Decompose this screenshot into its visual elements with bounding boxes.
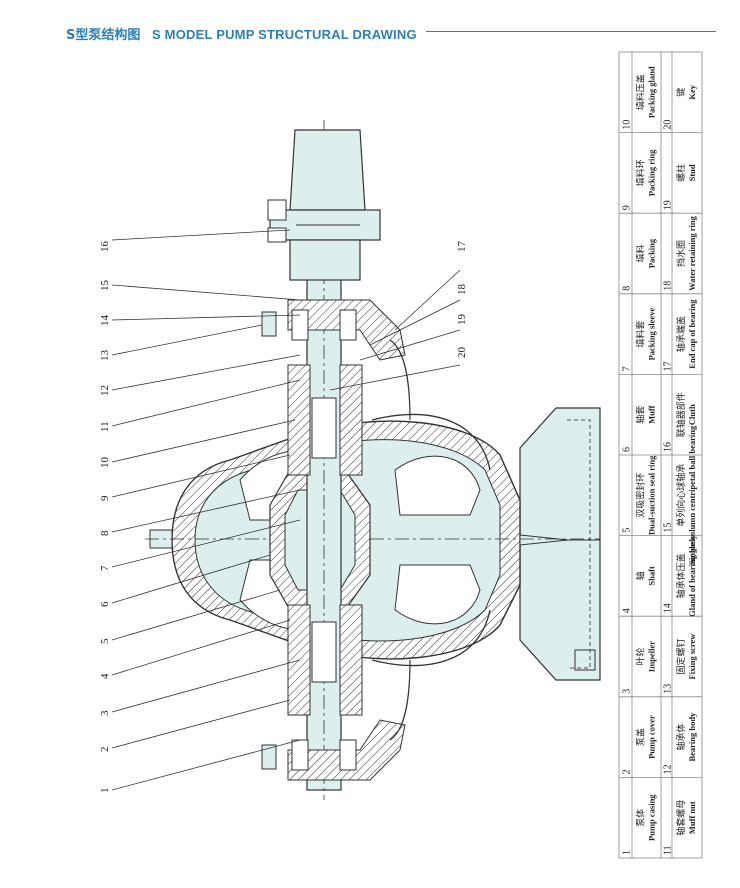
- part-name-cn: 泵盖: [635, 728, 647, 746]
- part-number: 19: [663, 200, 674, 210]
- part-name-en: Pump casing: [647, 794, 657, 841]
- part-number: 8: [622, 286, 633, 291]
- part-name-en: End cap of bearing: [687, 299, 697, 369]
- title-divider: [426, 31, 716, 32]
- part-number: 12: [663, 764, 674, 774]
- upper-bearing-assembly: [261, 299, 411, 476]
- parts-table-grid: [618, 51, 703, 859]
- part-name-en: Fixing screw: [687, 633, 697, 680]
- part-name-en: Key: [687, 84, 697, 99]
- part-number: 4: [622, 608, 633, 613]
- callout-10: 10: [99, 457, 111, 469]
- part-name-cn: 轴承体: [675, 724, 687, 751]
- callout-14: 14: [99, 315, 111, 327]
- part-name-cn: 挡水圈: [675, 240, 687, 267]
- part-name-en: Muff: [647, 405, 657, 424]
- callout-4: 4: [99, 673, 111, 679]
- support-foot: [470, 407, 601, 681]
- part-name-en: Impeller: [647, 641, 657, 672]
- part-name-cn: 轴承端盖: [675, 316, 687, 352]
- callout-11: 11: [99, 421, 111, 432]
- part-name-en: Packing gland: [647, 66, 657, 118]
- part-number: 5: [622, 528, 633, 533]
- part-name-en: Single-column centripetal ball bearing: [687, 425, 697, 565]
- part-name-cn: 固定螺钉: [675, 638, 687, 674]
- part-number: 6: [622, 447, 633, 452]
- part-number: 17: [663, 361, 674, 371]
- part-number: 15: [663, 523, 674, 533]
- part-number: 11: [663, 845, 674, 855]
- callout-19: 19: [456, 314, 468, 326]
- callout-18: 18: [456, 284, 468, 296]
- part-number: 1: [622, 850, 633, 855]
- part-name-en: Shaft: [647, 566, 657, 586]
- part-name-en: Bearing body: [687, 712, 697, 762]
- part-name-en: Muff nut: [687, 801, 697, 834]
- part-name-en: Gland of bearing body: [687, 534, 697, 617]
- part-number: 3: [622, 689, 633, 694]
- part-name-en: Pump cover: [647, 715, 657, 759]
- callout-8: 8: [99, 530, 111, 536]
- part-name-cn: 轴套: [635, 406, 647, 424]
- callout-labels: 1 2 3 4 5 6 7 8 9 10 11 12 13 14 15 16 1…: [99, 241, 468, 794]
- part-name-cn: 填料压盖: [635, 74, 647, 110]
- part-number: 20: [663, 120, 674, 130]
- callout-16: 16: [99, 241, 111, 253]
- part-number: 2: [622, 769, 633, 774]
- part-number: 18: [663, 281, 674, 291]
- callout-15: 15: [99, 280, 111, 292]
- part-name-cn: 叶轮: [635, 647, 647, 665]
- callout-6: 6: [99, 601, 111, 607]
- callout-3: 3: [99, 710, 111, 716]
- part-name-en: Cluth: [687, 404, 697, 425]
- part-name-en: Water retaining ring: [687, 215, 697, 291]
- title-chinese: S型泵结构图: [66, 28, 141, 43]
- part-name-cn: 轴套螺母: [675, 800, 687, 836]
- part-name-cn: 单列向心球轴承: [675, 464, 687, 527]
- part-name-cn: 填料套: [635, 321, 647, 348]
- part-name-cn: 双吸密封环: [635, 473, 647, 518]
- part-name-cn: 泵体: [635, 809, 647, 827]
- callout-9: 9: [99, 495, 111, 501]
- coupling: [267, 129, 381, 281]
- part-name-en: Packing: [647, 238, 657, 268]
- callout-leaders: [111, 229, 461, 791]
- part-name-en: Stud: [687, 164, 697, 181]
- part-name-en: Packing sleeve: [647, 308, 657, 361]
- part-name-cn: 填料: [635, 244, 647, 262]
- part-name-en: Dual-suction seal ring: [647, 455, 657, 535]
- part-number: 16: [663, 442, 674, 452]
- part-name-cn: 螺柱: [675, 164, 687, 182]
- part-name-cn: 联轴器部件: [675, 392, 687, 437]
- title-english: S MODEL PUMP STRUCTURAL DRAWING: [152, 27, 417, 42]
- callout-5: 5: [99, 638, 111, 644]
- part-number: 9: [622, 205, 633, 210]
- callout-13: 13: [99, 350, 111, 362]
- callout-20: 20: [456, 347, 468, 359]
- page-title: S型泵结构图 S MODEL PUMP STRUCTURAL DRAWING: [66, 24, 417, 43]
- part-number: 10: [622, 120, 633, 130]
- callout-12: 12: [99, 385, 111, 396]
- part-name-cn: 轴承体压盖: [675, 553, 687, 598]
- part-number: 14: [663, 603, 674, 613]
- part-name-cn: 键: [675, 88, 687, 97]
- part-name-cn: 轴: [635, 571, 647, 580]
- callout-7: 7: [99, 565, 111, 571]
- callout-17: 17: [456, 241, 468, 253]
- part-name-cn: 填料环: [635, 159, 647, 186]
- part-number: 13: [663, 684, 674, 694]
- callout-2: 2: [99, 747, 111, 753]
- part-number: 7: [622, 366, 633, 371]
- callout-1: 1: [99, 788, 111, 794]
- part-name-en: Packing ring: [647, 149, 657, 196]
